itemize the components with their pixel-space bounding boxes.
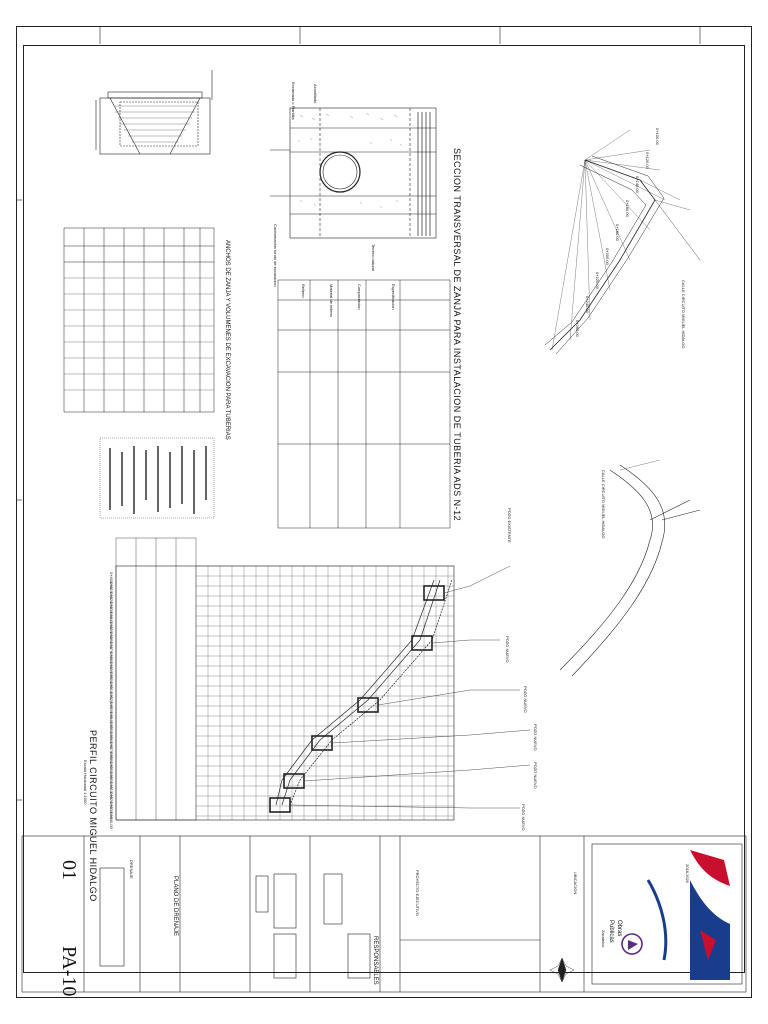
well-label-2: POZO NUEVO xyxy=(523,686,528,713)
manhole-diagram xyxy=(95,70,213,155)
chainage-label: 0+240.00 xyxy=(585,296,590,313)
publicas-label: Publicas xyxy=(608,920,614,943)
trench-section xyxy=(270,107,437,239)
responsables-label: RESPONSABLES xyxy=(372,936,378,985)
municipal-logo-icon xyxy=(591,843,743,985)
drawing-sheet xyxy=(16,26,752,998)
table-col-3: Especificacion xyxy=(391,284,396,310)
anchos-title: ANCHOS DE ZANJA Y VOLUMENES DE EXCAVACIO… xyxy=(224,240,230,440)
spec-table xyxy=(277,279,451,529)
sheet-code: PA-10 xyxy=(58,946,80,997)
profile-wells xyxy=(269,585,445,813)
trench-note-cama: Conformacion fondo de excavacion xyxy=(273,224,278,287)
profile-grid xyxy=(115,565,455,821)
trench-note-encamado: Encamado o Plantilla xyxy=(291,82,296,120)
drawing-frame xyxy=(23,45,745,973)
sheet-number: 01 xyxy=(58,860,80,880)
title-block xyxy=(21,835,747,993)
well-label-1: POZO NUEVO xyxy=(505,636,510,663)
profile-grid-lines xyxy=(195,565,454,820)
chainage-label: 0+260.00 xyxy=(575,320,580,337)
profile-pipe xyxy=(275,579,453,806)
chainage-label: 0+200.00 xyxy=(605,248,610,265)
obras-label: Obras xyxy=(616,920,622,937)
proyecto-label: PROYECTO EJECUTIVO xyxy=(415,870,420,916)
volumes-table xyxy=(63,227,215,413)
trench-note-acostillado: Acostillado xyxy=(313,84,318,104)
table-col-1: Material de relleno xyxy=(329,284,334,317)
north-arrow-icon xyxy=(549,957,575,983)
ubicacion-label: UBICACION xyxy=(573,872,578,895)
municipio-label: Zacatelco xyxy=(601,930,606,948)
plan-view-top xyxy=(544,129,701,355)
drenaje-label: DRENAJE xyxy=(129,860,134,879)
chainage-label: 0+100.00 xyxy=(655,128,660,145)
notes-block xyxy=(99,437,215,519)
well-label-3: POZO NUEVO xyxy=(533,724,538,751)
chainage-label: 0+220.00 xyxy=(595,272,600,289)
plan-view-mid xyxy=(559,459,701,677)
periodo-label: 2018-2020 xyxy=(685,864,690,884)
well-leaders xyxy=(289,565,531,809)
well-label-4: POZO NUEVO xyxy=(533,762,538,789)
street-label-top: CALLE CIRCUITO MIGUEL HIDALGO xyxy=(681,280,686,349)
well-label-0: POZO EXISTENTE xyxy=(507,508,512,543)
profile-data-rows xyxy=(115,537,197,821)
trench-note-terreno: Terreno natural xyxy=(371,244,376,271)
well-label-5: POZO NUEVO xyxy=(521,804,526,831)
chainage-label: 0+180.00 xyxy=(615,224,620,241)
table-col-2: Compactacion xyxy=(357,284,362,310)
table-col-0: Relleno xyxy=(301,284,306,298)
station-label: 0+640.00 xyxy=(109,812,114,829)
plano-label: PLANO DE DRENAJE xyxy=(172,876,178,937)
chainage-label: 0+120.00 xyxy=(645,152,650,169)
perfil-title: PERFIL CIRCUITO MIGUEL HIDALGO xyxy=(88,730,98,902)
chainage-label: 0+140.00 xyxy=(635,176,640,193)
chainage-label: 0+160.00 xyxy=(625,200,630,217)
seccion-title: SECCION TRANSVERSAL DE ZANJA PARA INSTAL… xyxy=(452,148,462,522)
street-label-mid: CALLE CIRCUITO MIGUEL HIDALGO xyxy=(601,470,606,539)
perfil-scale: Escala Horizontal 1:1000 xyxy=(83,760,88,805)
